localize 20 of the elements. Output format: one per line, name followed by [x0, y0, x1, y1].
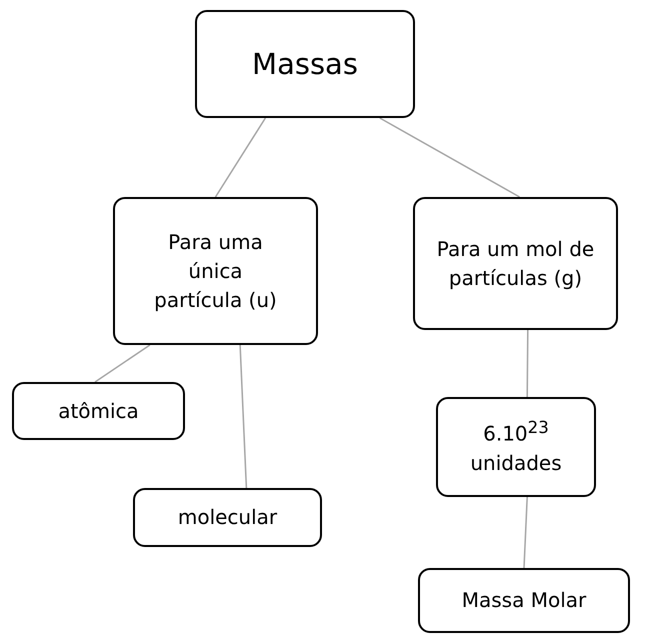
concept-text: 6.10$^{23}$ unidades — [469, 417, 563, 477]
concept-text: atômica — [58, 398, 139, 424]
connector-line — [239, 344, 248, 488]
connector-line — [94, 344, 150, 383]
concept-box — [133, 488, 322, 547]
concept-box — [418, 568, 630, 633]
concept-text: Para uma única partícula (u) — [153, 228, 278, 314]
connector-line — [526, 330, 529, 397]
connector-line — [379, 117, 520, 198]
concept-box — [195, 10, 415, 118]
concept-text: Massa Molar — [462, 587, 586, 614]
connector-line — [214, 118, 266, 198]
concept-box — [436, 397, 596, 497]
concept-text: Para um mol de partículas (g) — [436, 236, 596, 292]
concept-box — [113, 197, 318, 345]
concept-text: Massas — [252, 46, 358, 83]
connector-line — [523, 496, 528, 568]
concept-box — [413, 197, 618, 330]
concept-box — [12, 382, 185, 440]
concept-text: molecular — [178, 504, 278, 531]
